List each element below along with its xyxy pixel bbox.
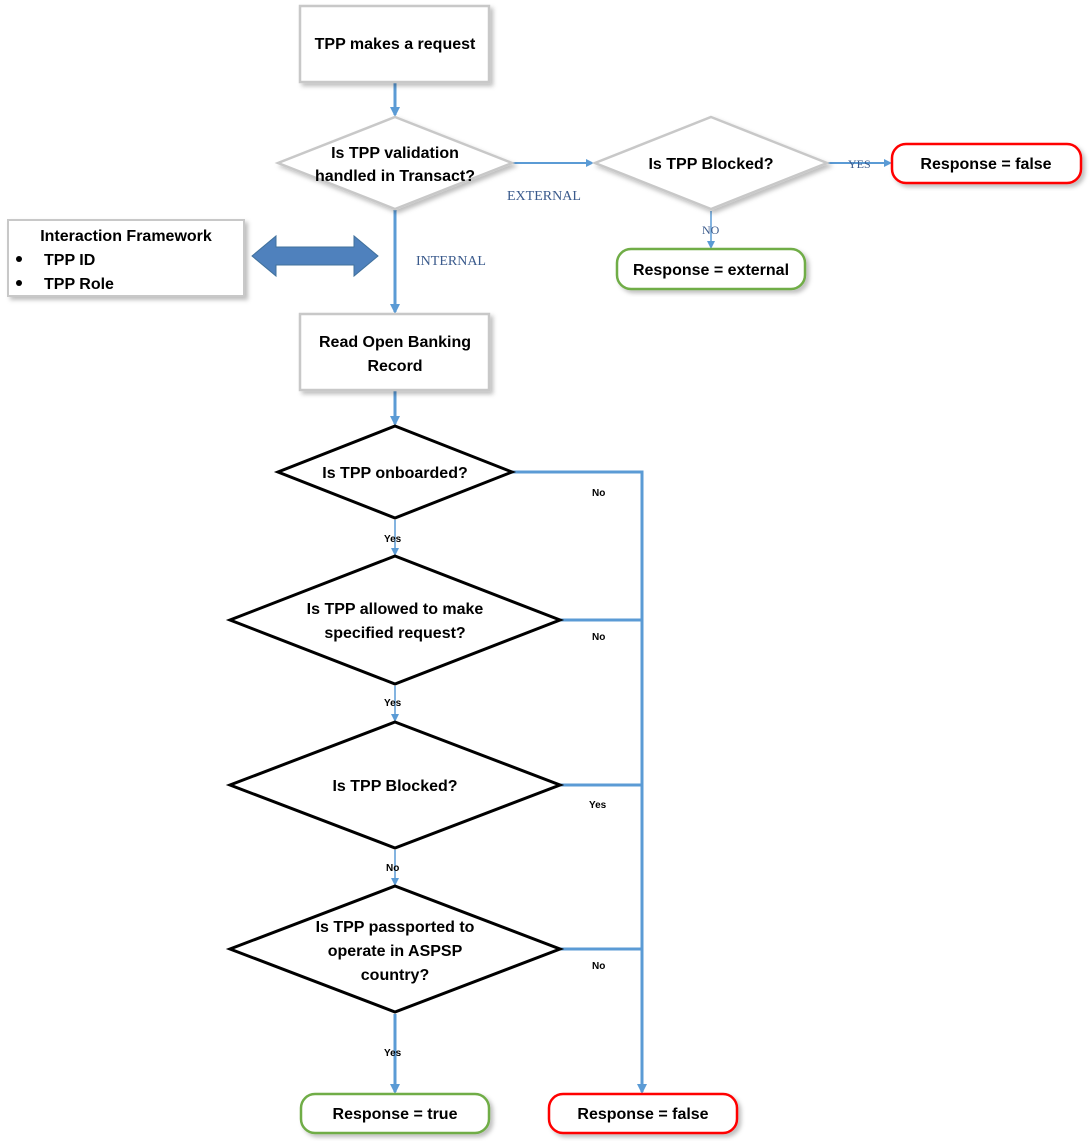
edge-label-blocked-no: No bbox=[386, 863, 399, 874]
edge-label-ext-yes: YES bbox=[848, 157, 871, 171]
response-false-bottom-label: Response = false bbox=[577, 1106, 708, 1123]
validation-decision: Is TPP validation handled in Transact? bbox=[274, 115, 516, 211]
external-blocked-decision: Is TPP Blocked? bbox=[591, 115, 831, 211]
edge-label-passported-yes: Yes bbox=[384, 1048, 402, 1059]
edge-label-ext-no: NO bbox=[702, 223, 720, 237]
response-false-top: Response = false bbox=[890, 142, 1083, 185]
passported-label-line3: country? bbox=[361, 967, 429, 984]
interaction-framework-box: Interaction Framework TPP ID TPP Role bbox=[7, 219, 245, 297]
edge-label-onboarded-no: No bbox=[592, 488, 605, 499]
onboarded-label: Is TPP onboarded? bbox=[322, 465, 468, 482]
edge-label-external: EXTERNAL bbox=[507, 189, 581, 204]
svg-text:Is TPP validation: Is TPP validation bbox=[331, 145, 459, 162]
bullet-icon bbox=[16, 256, 22, 262]
passported-decision: Is TPP passported to operate in ASPSP co… bbox=[225, 884, 565, 1014]
allowed-decision: Is TPP allowed to make specified request… bbox=[225, 554, 565, 686]
external-blocked-label: Is TPP Blocked? bbox=[648, 156, 773, 173]
blocked-label: Is TPP Blocked? bbox=[332, 778, 457, 795]
read-record-box: Read Open Banking Record bbox=[298, 312, 491, 392]
edge-label-allowed-yes: Yes bbox=[384, 698, 402, 709]
allowed-label-line2: specified request? bbox=[324, 625, 465, 642]
blocked-decision: Is TPP Blocked? bbox=[225, 720, 565, 850]
edge-onboarded-no bbox=[512, 470, 647, 1094]
edge-label-blocked-yes: Yes bbox=[589, 800, 607, 811]
onboarded-decision: Is TPP onboarded? bbox=[273, 424, 517, 520]
response-false-top-label: Response = false bbox=[920, 156, 1051, 173]
allowed-label-line1: Is TPP allowed to make bbox=[307, 601, 484, 618]
edge-label-allowed-no: No bbox=[592, 632, 605, 643]
validation-label-line1: Is TPP bbox=[331, 145, 380, 162]
framework-item-tpp-role: TPP Role bbox=[44, 276, 114, 293]
passported-label-line1: Is TPP passported to bbox=[316, 919, 475, 936]
start-label: TPP makes a request bbox=[315, 36, 476, 53]
framework-item-tpp-id: TPP ID bbox=[44, 252, 95, 269]
response-true-label: Response = true bbox=[333, 1106, 458, 1123]
read-record-label-line1: Read Open Banking bbox=[319, 334, 471, 351]
validation-label-line3: handled in Transact? bbox=[315, 168, 475, 185]
double-arrow-icon bbox=[251, 234, 379, 278]
response-external-label: Response = external bbox=[633, 262, 789, 279]
validation-label-line2: validation bbox=[384, 145, 459, 162]
edge-label-onboarded-yes: Yes bbox=[384, 534, 402, 545]
response-external: Response = external bbox=[615, 247, 807, 291]
connectors bbox=[390, 82, 892, 1094]
bullet-icon bbox=[16, 280, 22, 286]
edge-label-internal: INTERNAL bbox=[416, 254, 486, 269]
interaction-framework-title: Interaction Framework bbox=[40, 228, 212, 245]
edge-label-passported-no: No bbox=[592, 961, 605, 972]
response-false-bottom: Response = false bbox=[547, 1092, 739, 1135]
start-box: TPP makes a request bbox=[298, 4, 491, 84]
passported-label-line2: operate in ASPSP bbox=[328, 943, 463, 960]
read-record-label-line2: Record bbox=[367, 358, 422, 375]
response-true: Response = true bbox=[299, 1092, 491, 1135]
